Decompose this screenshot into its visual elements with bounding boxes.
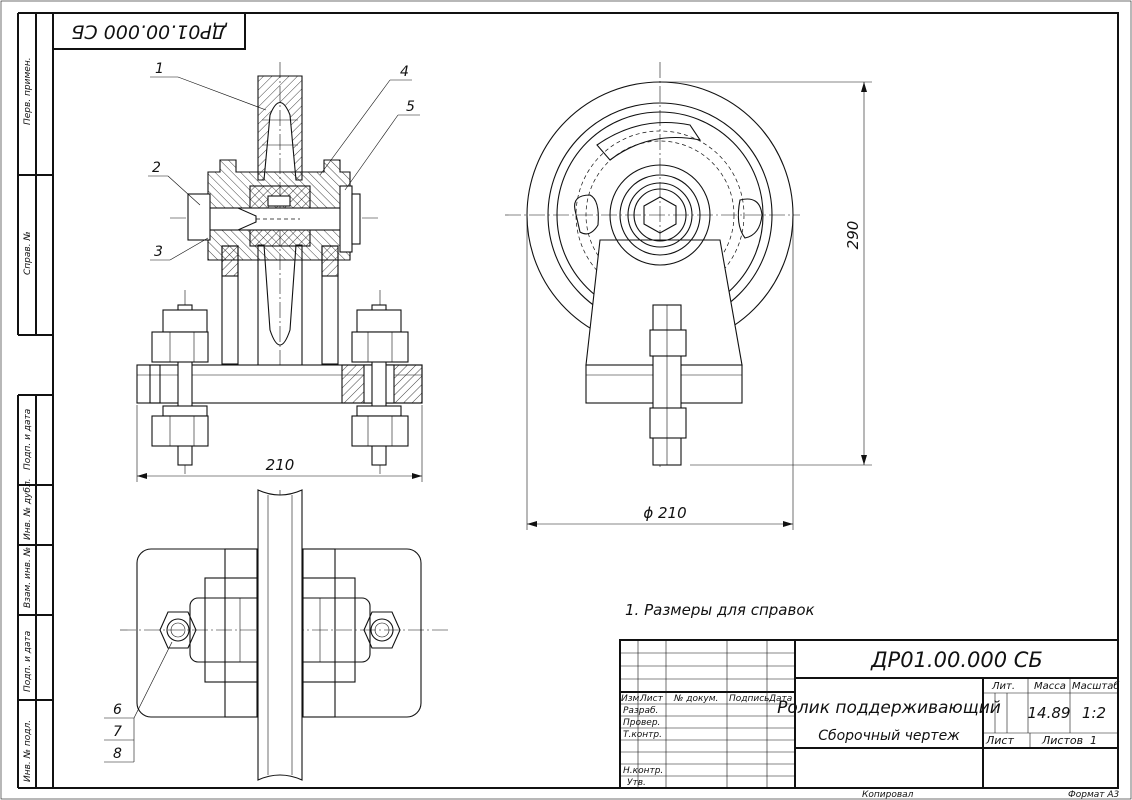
tb-lit-label: Лит.	[991, 681, 1015, 692]
tb-col-list: Лист	[639, 694, 664, 704]
footer: Копировал Формат А3	[862, 790, 1120, 800]
tb-role-tkontr: Т.контр.	[623, 730, 662, 740]
tb-scale-value: 1:2	[1082, 704, 1106, 722]
tb-scale-label: Масштаб	[1072, 680, 1120, 692]
callout-2: 2	[152, 160, 161, 176]
side-label-perv-primen: Перв. примен.	[23, 57, 33, 125]
note-text: 1. Размеры для справок	[625, 601, 815, 619]
tb-doc-type: Сборочный чертеж	[818, 728, 960, 744]
dimension-diameter-value: ϕ 210	[643, 504, 686, 522]
callout-7: 7	[113, 724, 122, 740]
callout-4: 4	[400, 64, 409, 80]
tb-col-date: Дата	[768, 694, 792, 704]
footer-format: Формат А3	[1068, 790, 1120, 800]
footer-copied: Копировал	[862, 790, 914, 800]
title-block-text: ДР01.00.000 СБ Ролик поддерживающий Сбор…	[621, 648, 1120, 788]
tb-role-razrab: Разраб.	[623, 706, 658, 716]
dimension-front-width: 210	[136, 405, 423, 482]
side-label-podp-data-2: Подп. и дата	[23, 631, 33, 692]
tb-sheet-label: Лист	[985, 734, 1014, 747]
tb-sheets-label: Листов	[1041, 734, 1083, 747]
callout-6: 6	[113, 702, 122, 718]
tb-sheets-value: 1	[1090, 734, 1097, 747]
tb-mass-value: 14.89	[1028, 704, 1071, 722]
tb-role-prover: Провер.	[623, 718, 660, 728]
side-label-inv-dubl: Инв. № дубл.	[23, 478, 33, 540]
top-view	[120, 489, 450, 781]
tb-col-doc: № докум.	[673, 694, 718, 704]
tb-role-nkontr: Н.контр.	[623, 766, 663, 776]
tb-col-izm: Изм.	[621, 694, 642, 704]
dimension-diameter: ϕ 210	[526, 215, 794, 530]
top-stamp-text: ДР01.00.000 СБ	[71, 21, 227, 43]
dimension-height: 290	[660, 81, 872, 466]
front-view	[136, 62, 423, 475]
top-stamp: ДР01.00.000 СБ	[52, 12, 246, 50]
callout-8: 8	[113, 746, 122, 762]
callouts: 1 2 3 4 5 6 7 8	[104, 61, 420, 763]
side-label-podp-data-1: Подп. и дата	[23, 409, 33, 470]
title-block	[619, 639, 1119, 789]
tb-designation: ДР01.00.000 СБ	[870, 648, 1043, 672]
callout-1: 1	[155, 61, 164, 77]
tb-role-utv: Утв.	[627, 778, 646, 788]
side-label-inv-podl: Инв. № подл.	[23, 720, 33, 782]
side-label-vzam-inv: Взам. инв. №	[23, 547, 33, 608]
dimension-height-value: 290	[844, 221, 862, 250]
callout-3: 3	[154, 244, 163, 260]
dimension-front-width-value: 210	[266, 456, 295, 474]
side-view	[505, 62, 800, 470]
tb-col-sign: Подпись	[729, 694, 769, 704]
tb-name: Ролик поддерживающий	[777, 698, 1001, 718]
tb-mass-label: Масса	[1034, 681, 1066, 692]
side-column-labels: Перв. примен. Справ. № Подп. и дата Инв.…	[23, 57, 33, 782]
side-label-sprav: Справ. №	[23, 231, 33, 275]
callout-5: 5	[406, 99, 415, 115]
